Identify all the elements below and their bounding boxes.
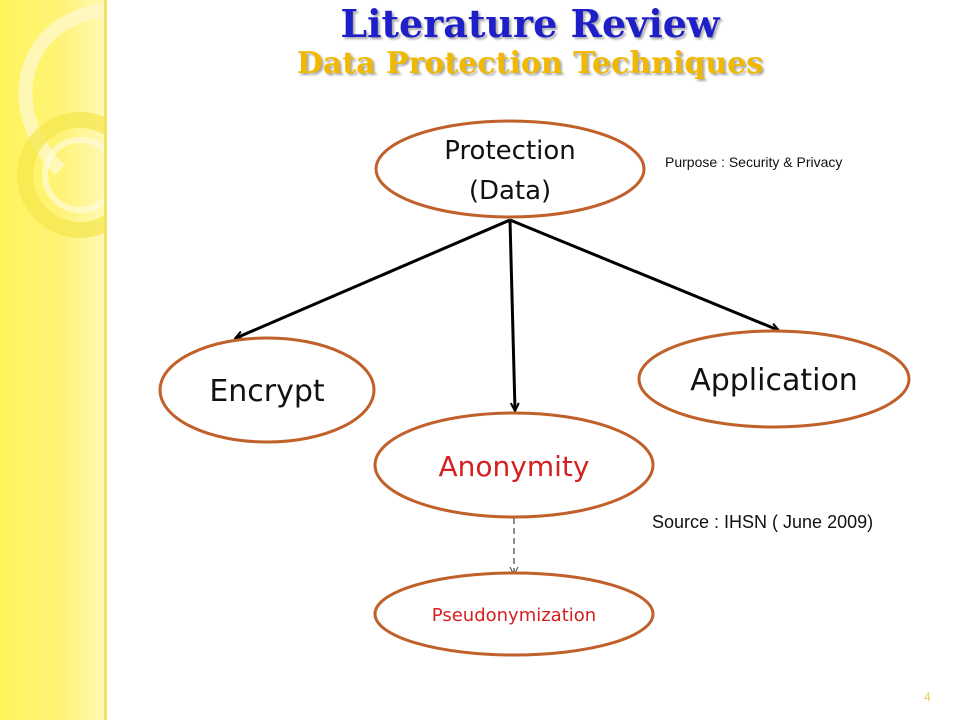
decorative-rings (17, 3, 106, 238)
node-pseudonymization: Pseudonymization (373, 571, 655, 657)
node-protection-label-2: (Data) (469, 176, 551, 206)
node-encrypt-label: Encrypt (209, 374, 325, 409)
slide-subtitle: Data Protection Techniques (296, 46, 764, 81)
decorative-sidebar (0, 0, 106, 720)
node-anonymity: Anonymity (373, 411, 655, 519)
node-pseudonymization-label: Pseudonymization (432, 605, 596, 626)
arrow-to-anonymity (508, 219, 515, 410)
purpose-note: Purpose : Security & Privacy (665, 154, 843, 170)
node-application-label: Application (690, 363, 858, 398)
node-application: Application (637, 329, 911, 429)
title-block: Literature Review Data Protection Techni… (200, 2, 860, 82)
arrow-to-encrypt (236, 218, 511, 338)
node-protection-data: Protection (Data) (374, 119, 646, 219)
node-anonymity-label: Anonymity (439, 450, 590, 483)
sidebar-divider (104, 0, 107, 720)
page-number: 4 (924, 690, 931, 704)
node-encrypt: Encrypt (158, 336, 376, 444)
arrow-to-application (509, 218, 778, 330)
source-note: Source : IHSN ( June 2009) (652, 512, 874, 532)
slide-title: Literature Review (340, 1, 720, 46)
node-protection-label-1: Protection (444, 136, 576, 166)
